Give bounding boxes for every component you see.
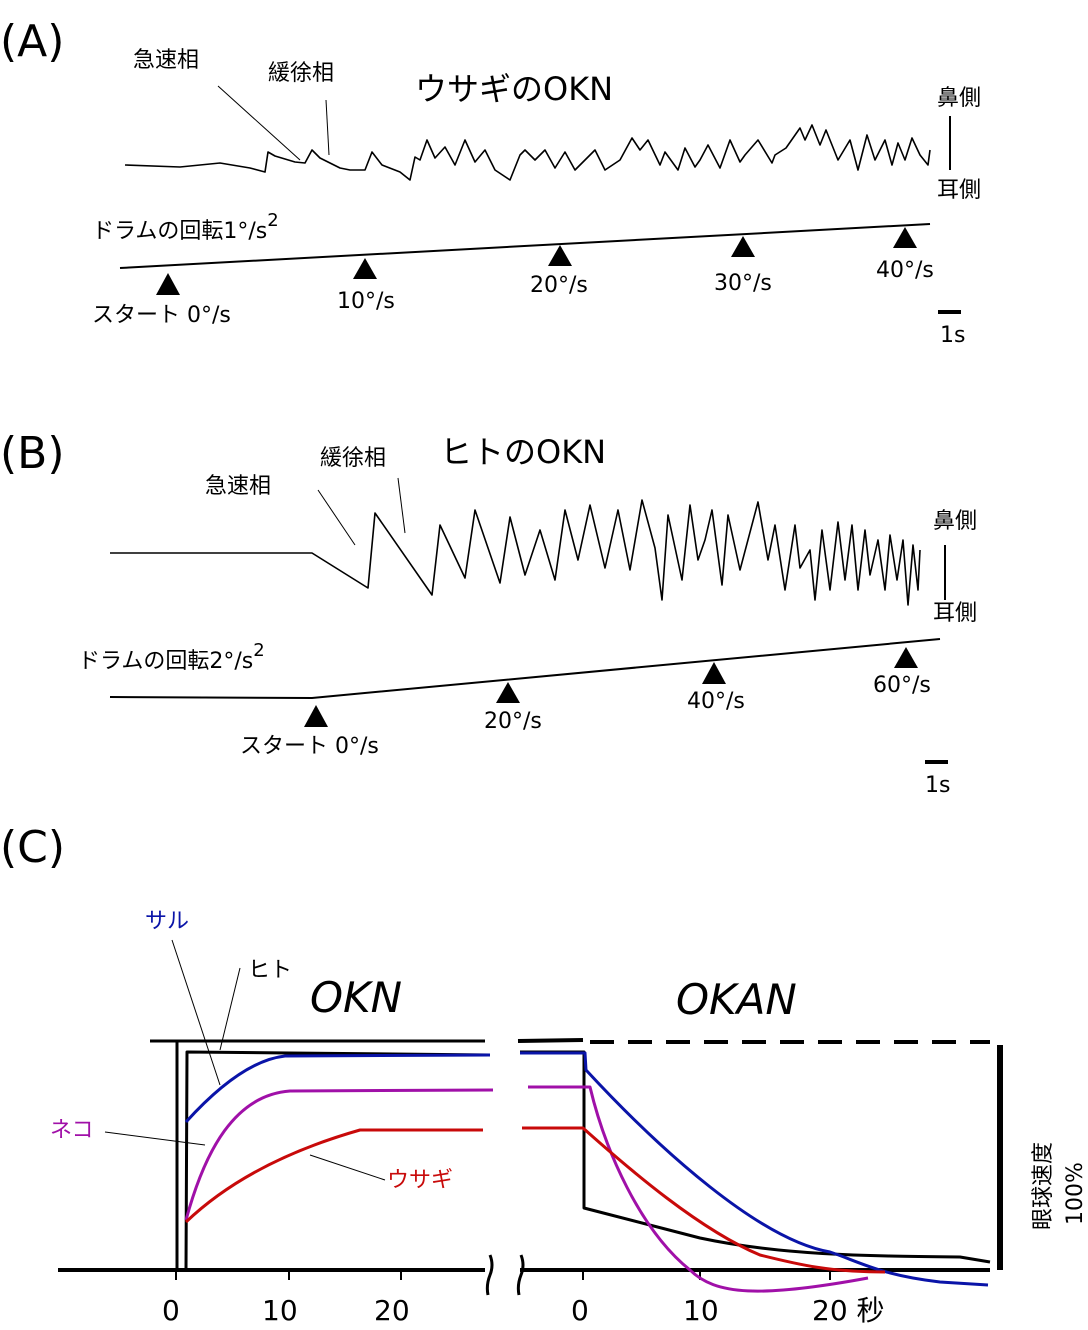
drum-rotation-label: ドラムの回転2°/s2 xyxy=(78,640,265,674)
velocity-scale-label: 100% xyxy=(1063,1162,1088,1225)
slow-phase-label: 緩徐相 xyxy=(320,446,386,471)
time-scale-label: 1s xyxy=(940,323,965,348)
marker-triangle xyxy=(304,705,328,727)
monkey-okan-curve xyxy=(520,1051,989,1287)
marker-label: スタート 0°/s xyxy=(92,303,231,328)
human-okn-curve xyxy=(184,1050,491,1271)
marker-label: スタート 0°/s xyxy=(240,734,379,759)
nasal-label: 鼻側 xyxy=(933,509,977,534)
axis-break-mark xyxy=(516,1254,525,1296)
temporal-label: 耳側 xyxy=(937,178,981,203)
panel-b: (B) 急速相 緩徐相 ヒトのOKN 鼻側 耳側 ドラムの回転2°/s2 スター… xyxy=(0,428,977,798)
rabbit-okan-curve xyxy=(522,1126,886,1274)
slow-phase-pointer xyxy=(325,99,330,156)
okn-title: OKN xyxy=(310,973,402,1022)
drum-rotation-label: ドラムの回転1°/s2 xyxy=(92,210,279,244)
marker-triangle xyxy=(156,273,180,295)
slow-phase-pointer xyxy=(397,477,406,534)
slow-phase-label: 緩徐相 xyxy=(268,61,334,86)
tick-label: 0 xyxy=(162,1294,180,1327)
panel-a-label: (A) xyxy=(0,16,64,67)
monkey-label: サル xyxy=(145,909,189,934)
marker-label: 30°/s xyxy=(714,271,772,296)
time-scale-label: 1s xyxy=(925,773,950,798)
cat-okn-curve xyxy=(184,1088,494,1221)
cat-pointer xyxy=(104,1131,206,1146)
rabbit-label: ウサギ xyxy=(387,1168,453,1193)
human-label: ヒト xyxy=(248,958,292,983)
fast-phase-pointer xyxy=(317,489,356,546)
tick-label: 10 xyxy=(262,1294,298,1327)
marker-label: 10°/s xyxy=(337,289,395,314)
fast-phase-label: 急速相 xyxy=(133,48,199,73)
fast-phase-pointer xyxy=(217,85,301,161)
tick-label: 20 秒 xyxy=(812,1294,885,1327)
panel-c-label: (C) xyxy=(0,822,65,873)
temporal-label: 耳側 xyxy=(933,601,977,626)
marker-triangle xyxy=(496,682,520,703)
cat-label: ネコ xyxy=(50,1118,94,1143)
human-okan-curve xyxy=(520,1050,991,1264)
rabbit-pointer xyxy=(309,1154,386,1181)
marker-triangle xyxy=(548,245,572,266)
nasal-label: 鼻側 xyxy=(937,86,981,111)
rabbit-okn-curve xyxy=(184,1128,483,1224)
panel-a: (A) 急速相 緩徐相 ウサギのOKN 鼻側 耳側 ドラムの回転1°/s2 スタ… xyxy=(0,16,981,348)
human-pointer xyxy=(219,967,241,1051)
marker-label: 60°/s xyxy=(873,673,931,698)
marker-label: 20°/s xyxy=(484,709,542,734)
marker-triangle xyxy=(894,647,918,668)
monkey-pointer xyxy=(171,939,221,1086)
axis-break-mark xyxy=(485,1254,494,1296)
panel-b-label: (B) xyxy=(0,428,65,479)
stimulus-okn-line xyxy=(150,1039,485,1270)
eye-velocity-label: 眼球速度 xyxy=(1031,1142,1056,1230)
panel-a-title: ウサギのOKN xyxy=(415,70,613,108)
drum-velocity-line xyxy=(109,638,941,700)
rabbit-okn-trace xyxy=(124,124,931,181)
okan-title: OKAN xyxy=(676,975,797,1024)
marker-triangle xyxy=(893,227,917,248)
marker-label: 40°/s xyxy=(687,689,745,714)
marker-label: 20°/s xyxy=(530,273,588,298)
drum-velocity-line xyxy=(119,223,931,269)
monkey-okn-curve xyxy=(184,1053,491,1124)
marker-triangle xyxy=(731,236,755,257)
fast-phase-label: 急速相 xyxy=(205,474,271,499)
cat-okan-curve xyxy=(528,1085,869,1293)
tick-label: 10 xyxy=(683,1294,719,1327)
panel-c: (C) OKN OKAN 0 10 20 0 10 20 秒 xyxy=(0,822,1088,1327)
marker-triangle xyxy=(702,662,726,684)
tick-label: 0 xyxy=(571,1294,589,1327)
marker-triangle xyxy=(353,258,377,279)
panel-b-title: ヒトのOKN xyxy=(440,433,606,471)
marker-label: 40°/s xyxy=(876,258,934,283)
human-okn-trace xyxy=(110,499,921,606)
tick-label: 20 xyxy=(374,1294,410,1327)
stimulus-okan-line xyxy=(517,1038,584,1043)
